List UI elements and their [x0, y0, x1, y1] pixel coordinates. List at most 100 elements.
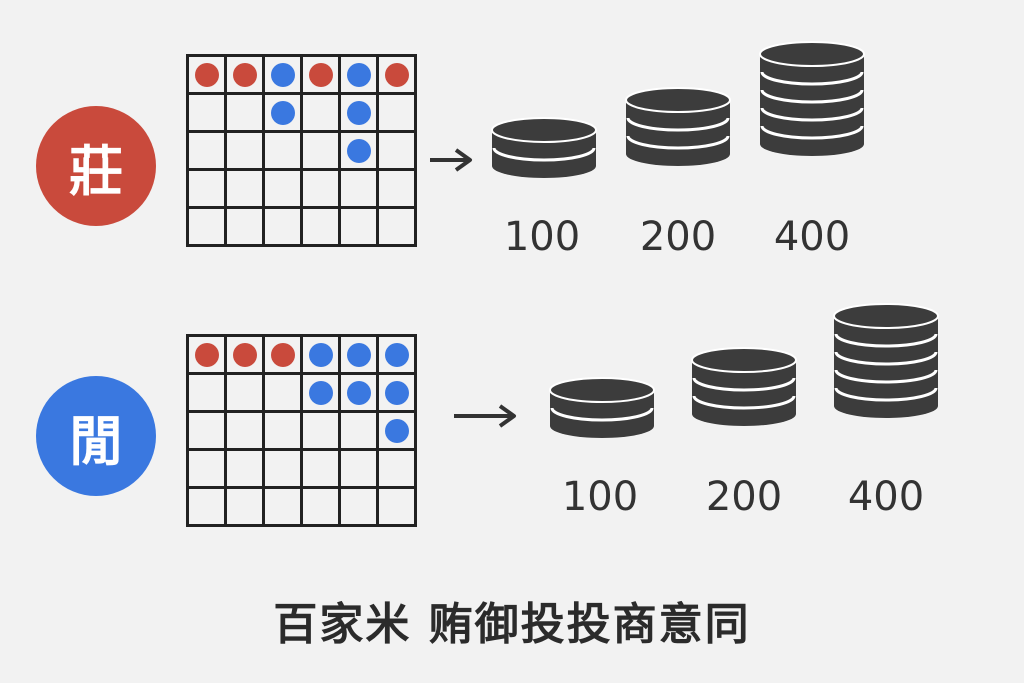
player-arrow-icon: [454, 404, 516, 428]
grid-cell: [303, 375, 341, 413]
grid-cell: [265, 375, 303, 413]
grid-cell: [227, 95, 265, 133]
bet-amount-label: 100: [503, 214, 581, 260]
grid-cell: [265, 209, 303, 247]
grid-cell: [341, 413, 379, 451]
chip-separator: [760, 125, 864, 140]
grid-cell: [189, 337, 227, 375]
bet-amount-label: 400: [847, 474, 925, 520]
caption: 百家米 贿御投投商意同: [273, 599, 751, 650]
grid-cell: [189, 95, 227, 133]
banker-bead: [232, 62, 257, 87]
player-bead: [346, 138, 371, 163]
banker-badge: 莊: [36, 106, 156, 226]
chip-body: [492, 130, 596, 178]
chip-separator: [626, 135, 730, 150]
chip-body: [692, 360, 796, 426]
bet-amount-label: 200: [705, 474, 783, 520]
grid-cell: [379, 95, 417, 133]
grid-cell: [189, 451, 227, 489]
banker-bead: [270, 342, 295, 367]
grid-cell: [227, 451, 265, 489]
grid-cell: [341, 133, 379, 171]
chip-separator: [760, 107, 864, 122]
grid-cell: [227, 375, 265, 413]
player-bead-road-grid: [186, 334, 417, 527]
chip-separator: [550, 407, 654, 422]
banker-arrow-icon: [430, 148, 472, 172]
grid-cell: [303, 337, 341, 375]
grid-cell: [189, 375, 227, 413]
player-bead: [384, 418, 409, 443]
grid-cell: [189, 57, 227, 95]
chip-separator: [760, 89, 864, 104]
grid-cell: [341, 57, 379, 95]
grid-cell: [189, 133, 227, 171]
grid-cell: [379, 375, 417, 413]
grid-cell: [303, 171, 341, 209]
grid-cell: [227, 57, 265, 95]
grid-cell: [265, 57, 303, 95]
player-bead: [270, 62, 295, 87]
grid-cell: [227, 337, 265, 375]
player-bead: [270, 100, 295, 125]
grid-cell: [379, 57, 417, 95]
bet-amount-label: 100: [561, 474, 639, 520]
grid-cell: [265, 337, 303, 375]
player-badge: 閒: [36, 376, 156, 496]
player-bead: [346, 342, 371, 367]
grid-cell: [341, 171, 379, 209]
grid-cell: [265, 133, 303, 171]
chip-top: [491, 117, 597, 143]
player-bead: [384, 380, 409, 405]
grid-cell: [265, 489, 303, 527]
grid-cell: [379, 413, 417, 451]
grid-cell: [227, 413, 265, 451]
player-bead: [308, 342, 333, 367]
banker-bead: [384, 62, 409, 87]
banker-bead: [232, 342, 257, 367]
grid-cell: [379, 451, 417, 489]
player-bead: [346, 100, 371, 125]
grid-cell: [341, 209, 379, 247]
chip-separator: [834, 387, 938, 402]
chip-stack-200: [691, 347, 797, 426]
chip-body: [626, 100, 730, 166]
grid-cell: [303, 57, 341, 95]
grid-cell: [341, 375, 379, 413]
grid-cell: [379, 171, 417, 209]
chip-stack-400: [759, 41, 865, 156]
chip-body: [834, 316, 938, 418]
chip-body: [760, 54, 864, 156]
player-bead: [384, 342, 409, 367]
player-bead: [346, 62, 371, 87]
grid-cell: [341, 95, 379, 133]
chip-stack-400: [833, 303, 939, 418]
chip-separator: [692, 377, 796, 392]
chip-separator: [626, 117, 730, 132]
chip-separator: [760, 71, 864, 86]
bet-amount-label: 400: [773, 214, 851, 260]
grid-cell: [227, 171, 265, 209]
banker-bead: [194, 342, 219, 367]
player-bead: [346, 380, 371, 405]
grid-cell: [341, 489, 379, 527]
chip-top: [625, 87, 731, 113]
chip-top: [833, 303, 939, 329]
banker-bead: [194, 62, 219, 87]
grid-cell: [265, 451, 303, 489]
chip-separator: [492, 147, 596, 162]
grid-cell: [227, 489, 265, 527]
grid-cell: [303, 133, 341, 171]
grid-cell: [189, 413, 227, 451]
grid-cell: [265, 95, 303, 133]
grid-cell: [189, 171, 227, 209]
grid-cell: [341, 451, 379, 489]
grid-cell: [227, 209, 265, 247]
grid-cell: [379, 133, 417, 171]
chip-stack-100: [549, 377, 655, 438]
grid-cell: [265, 413, 303, 451]
chip-separator: [834, 333, 938, 348]
grid-cell: [303, 95, 341, 133]
grid-cell: [379, 337, 417, 375]
